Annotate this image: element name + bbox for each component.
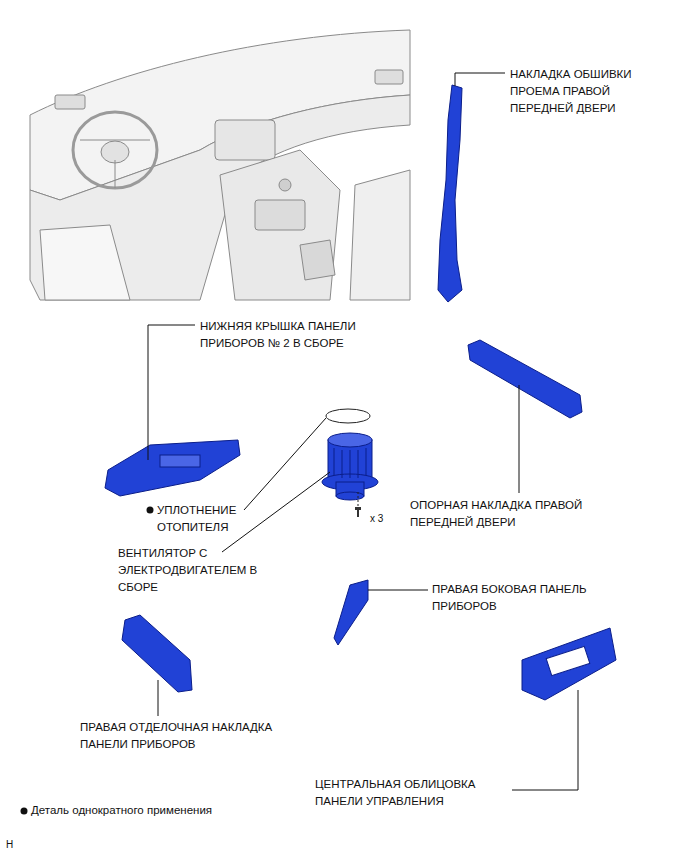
part-label: ПРАВАЯ БОКОВАЯ ПАНЕЛЬ ПРИБОРОВ bbox=[432, 581, 607, 615]
part-label: НАКЛАДКА ОБШИВКИ ПРОЕМА ПРАВОЙ ПЕРЕДНЕЙ … bbox=[510, 66, 660, 117]
quantity-label: x 3 bbox=[370, 510, 410, 527]
part-label: НИЖНЯЯ КРЫШКА ПАНЕЛИ ПРИБОРОВ № 2 В СБОР… bbox=[200, 318, 365, 352]
part-label: ОПОРНАЯ НАКЛАДКА ПРАВОЙ ПЕРЕДНЕЙ ДВЕРИ bbox=[410, 497, 590, 531]
legend-mark bbox=[21, 808, 28, 815]
figure-code: H bbox=[6, 836, 36, 853]
part-label: ПРАВАЯ ОТДЕЛОЧНАЯ НАКЛАДКА ПАНЕЛИ ПРИБОР… bbox=[80, 719, 310, 753]
part-label: УПЛОТНЕНИЕ ОТОПИТЕЛЯ bbox=[157, 502, 267, 536]
part-label: ЦЕНТРАЛЬНАЯ ОБЛИЦОВКА ПАНЕЛИ УПРАВЛЕНИЯ bbox=[315, 776, 505, 810]
part-label: ВЕНТИЛЯТОР С ЭЛЕКТРОДВИГАТЕЛЕМ В СБОРЕ bbox=[118, 545, 270, 596]
legend-text: Деталь однократного применения bbox=[31, 802, 331, 819]
